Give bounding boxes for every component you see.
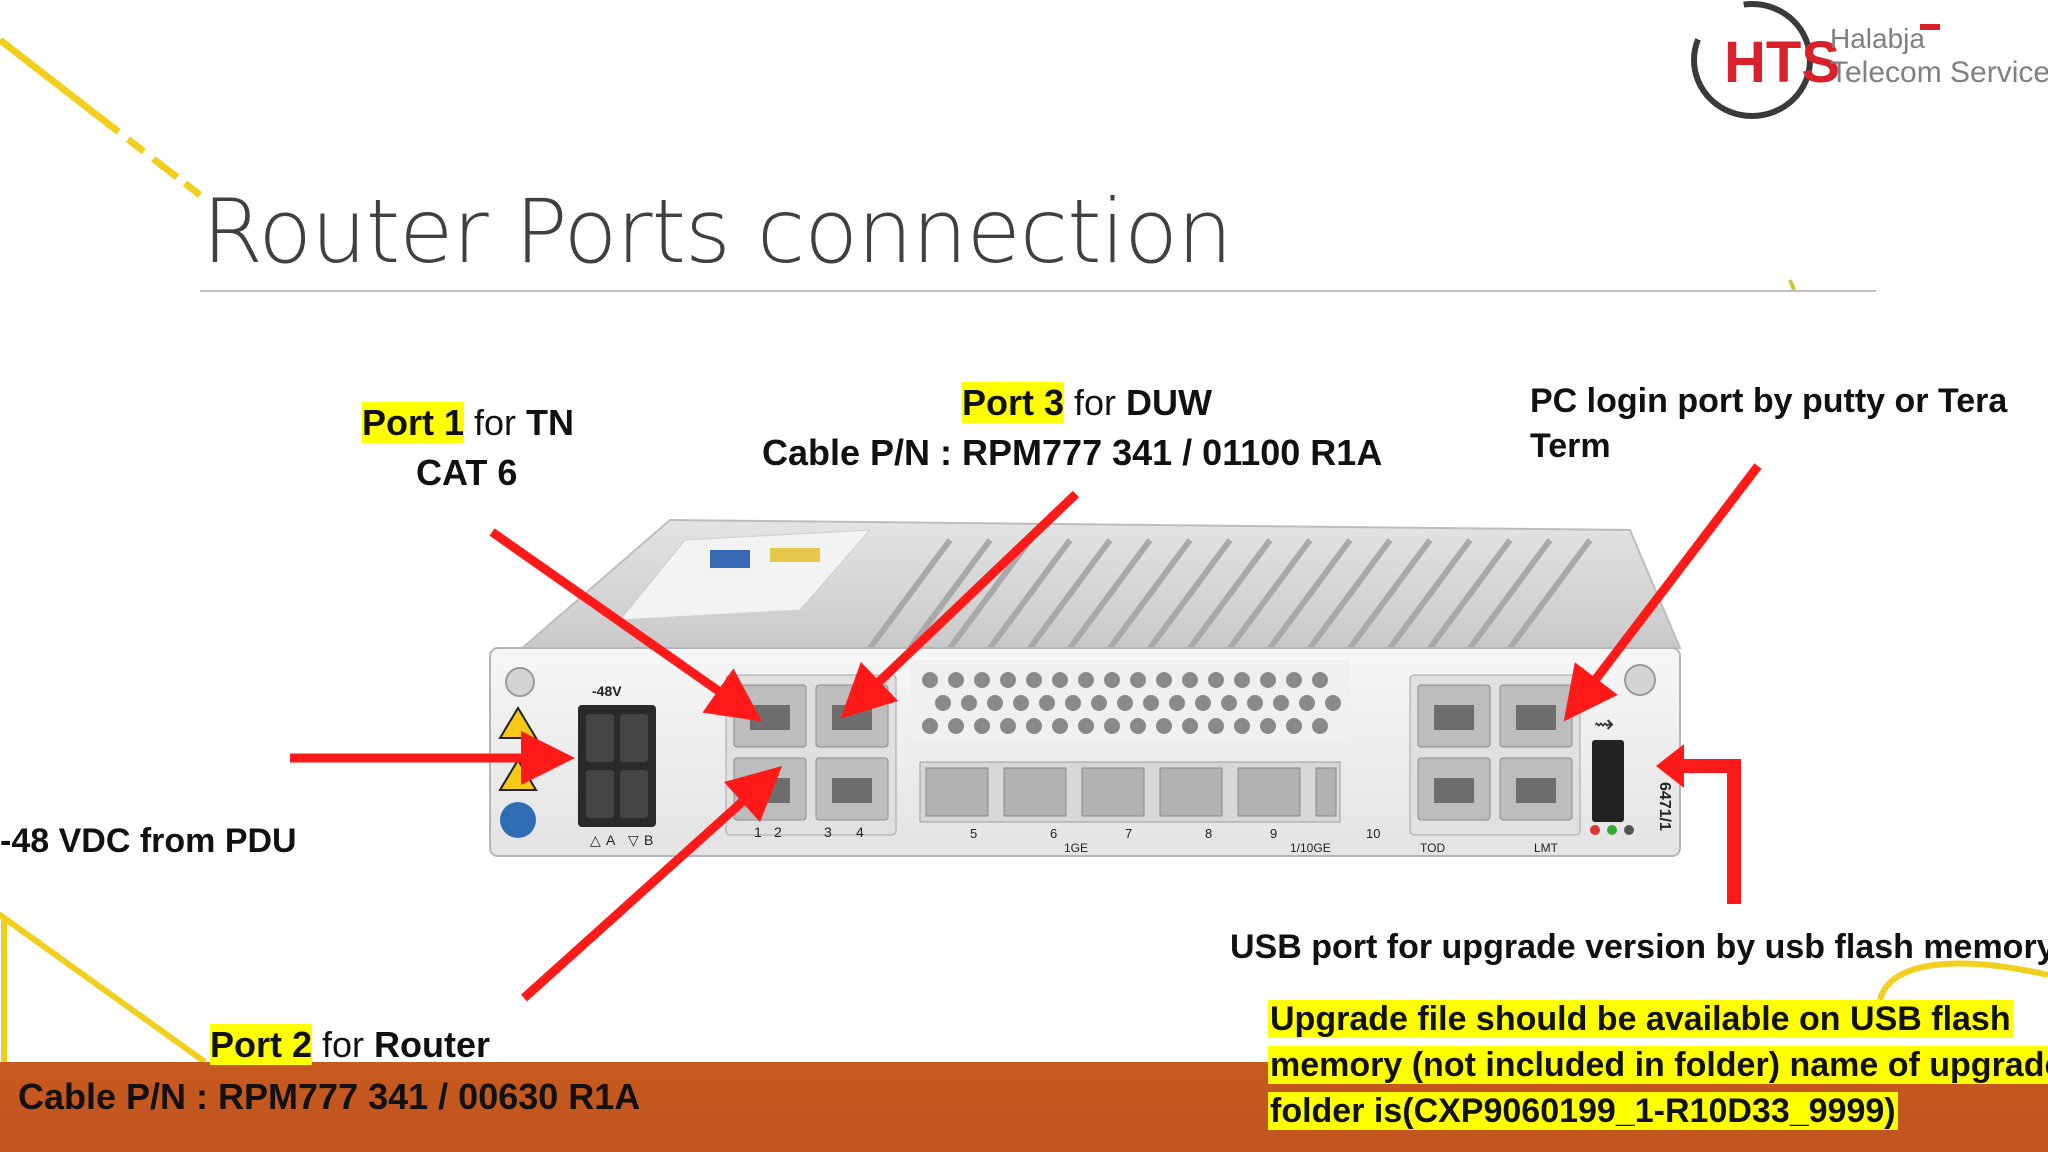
svg-text:5: 5 [970,826,977,841]
pc-login-label-line2: Term [1530,427,1611,465]
upgrade-note-line3: folder is(CXP9060199_1-R10D33_9999) [1268,1092,1898,1130]
upgrade-note-line1: Upgrade file should be available on USB … [1268,1000,2013,1038]
svg-text:2: 2 [774,824,782,840]
arrow-pc-login [1563,463,1762,722]
svg-text:TOD: TOD [1420,841,1445,855]
svg-text:9: 9 [1270,826,1277,841]
port3-label: Port 3 for DUW [962,382,1213,423]
port3-cable-pn: Cable P/N : RPM777 341 / 01100 R1A [762,432,1383,473]
arrow-port2 [520,765,783,1002]
arrow-port3 [840,490,1080,719]
svg-text:-48V: -48V [592,683,622,699]
svg-text:6471/1: 6471/1 [1656,782,1673,831]
arrow-port1 [489,528,763,722]
svg-text:1/10GE: 1/10GE [1290,841,1331,855]
port2-cable-pn: Cable P/N : RPM777 341 / 00630 R1A [18,1076,641,1117]
svg-text:▽: ▽ [628,832,639,848]
upgrade-note-line2: memory (not included in folder) name of … [1268,1046,2048,1084]
svg-text:6: 6 [1050,826,1057,841]
logo-line2: Telecom Services [1830,56,2048,89]
svg-text:10: 10 [1366,826,1380,841]
svg-text:△: △ [590,832,601,848]
svg-text:1GE: 1GE [1064,841,1088,855]
svg-text:1: 1 [754,824,762,840]
port2-label: Port 2 for Router [210,1024,491,1065]
logo-line1: Halabja [1830,23,1925,54]
router-device: -48V △ A ▽ B [489,518,1682,857]
arrow-usb [1676,759,1741,904]
svg-text:4: 4 [856,824,864,840]
title-underline [200,290,1876,292]
svg-text:8: 8 [1205,826,1212,841]
hts-logo: HTS Halabja Telecom Services [1672,0,2048,130]
power-label: -48 VDC from PDU [0,822,297,860]
svg-text:B: B [644,832,653,848]
logo-brand: HTS [1724,30,1840,95]
svg-text:LMT: LMT [1534,841,1559,855]
svg-text:7: 7 [1125,826,1132,841]
upgrade-note: Upgrade file should be available on USB … [1268,996,2048,1134]
svg-text:3: 3 [824,824,832,840]
slide-title: Router Ports connection [202,180,1233,283]
pc-login-label-line1: PC login port by putty or Tera [1530,382,2008,420]
port1-cable-type: CAT 6 [416,452,518,493]
svg-text:A: A [606,832,616,848]
port1-label: Port 1 for TN [362,402,575,443]
usb-label: USB port for upgrade version by usb flas… [1230,928,2048,966]
